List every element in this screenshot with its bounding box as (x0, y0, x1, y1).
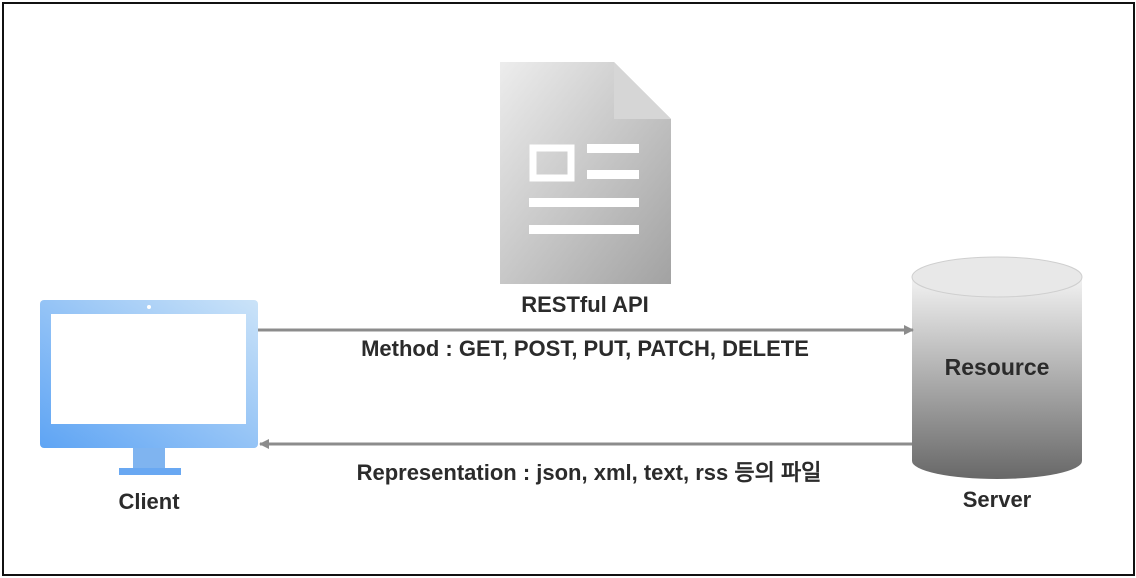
resource-label: Resource (945, 354, 1050, 380)
database-top-rim (911, 256, 1083, 298)
database-icon (911, 256, 1083, 479)
monitor-base (119, 468, 181, 475)
document-line (529, 225, 639, 234)
document-fold (614, 62, 671, 119)
document-line (529, 198, 639, 207)
database-body (912, 277, 1082, 479)
database-top (912, 257, 1082, 297)
document-line (587, 144, 639, 153)
monitor-camera (147, 305, 151, 309)
document-icon (500, 62, 671, 284)
request-label: Method : GET, POST, PUT, PATCH, DELETE (361, 336, 809, 361)
rest-api-diagram: RESTful API Client Resource Server Metho… (40, 62, 1083, 514)
response-label: Representation : json, xml, text, rss 등의… (357, 460, 822, 485)
document-label: RESTful API (521, 292, 649, 317)
client-label: Client (118, 489, 180, 514)
document-thumbnail (529, 144, 575, 182)
monitor-icon (40, 300, 258, 475)
monitor-stand (133, 448, 165, 468)
monitor-screen (51, 314, 246, 424)
document-line (587, 170, 639, 179)
server-label: Server (963, 487, 1032, 512)
